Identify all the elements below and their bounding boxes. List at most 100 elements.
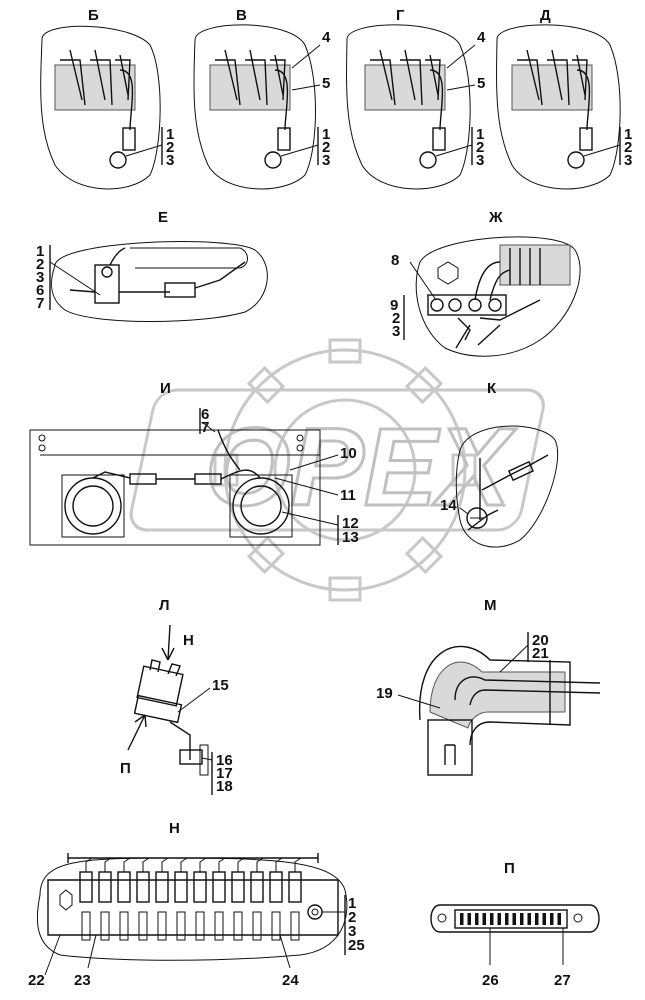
terminal-blade [271,911,281,941]
terminal-blade [119,911,129,941]
terminal [212,871,226,903]
connector-pin [535,913,539,925]
connector-pin [527,913,531,925]
view-n: Н 1 2 3 25 22 23 24 [28,820,365,989]
svg-text:22: 22 [28,972,45,989]
svg-text:1: 1 [476,126,484,143]
svg-text:27: 27 [554,972,571,989]
svg-text:11: 11 [340,487,356,504]
terminal-wire [237,857,245,872]
svg-text:3: 3 [166,152,174,169]
svg-text:1: 1 [348,895,356,912]
view-e: Е 1 2 3 6 7 [36,209,268,322]
view-b: Б 1 2 3 [40,7,174,190]
terminal-wire [85,857,93,872]
svg-text:21: 21 [532,645,549,662]
svg-text:17: 17 [216,765,233,782]
svg-text:3: 3 [392,323,400,340]
terminal-wire [123,857,131,872]
svg-text:2: 2 [392,310,400,327]
svg-text:20: 20 [532,632,549,649]
view-title-g: Г [396,7,405,24]
terminal [288,871,302,903]
svg-text:3: 3 [476,152,484,169]
terminal-strip [79,857,302,941]
terminal [231,871,245,903]
terminal-wire [199,857,207,872]
view-zh: Ж 8 9 2 3 [390,209,581,357]
svg-text:25: 25 [348,937,365,954]
terminal-wire [180,857,188,872]
terminal-blade [138,911,148,941]
svg-text:24: 24 [282,972,299,989]
terminal [174,871,188,903]
connector-pin [557,913,561,925]
svg-text:6: 6 [36,282,44,299]
connector-pin [497,913,501,925]
terminal [250,871,264,903]
connector-pins [460,913,561,925]
svg-text:3: 3 [624,152,632,169]
watermark-text: OPEX [205,406,516,529]
svg-text:4: 4 [477,29,486,46]
terminal-blade [100,911,110,941]
view-v: В 4 5 1 2 3 [193,7,331,190]
terminal-blade [290,911,300,941]
terminal-wire [161,857,169,872]
terminal-wire [104,857,112,872]
terminal-blade [157,911,167,941]
terminal-wire [218,857,226,872]
terminal-wire [275,857,283,872]
terminal-blade [252,911,262,941]
svg-text:16: 16 [216,752,233,769]
svg-text:7: 7 [201,419,209,436]
svg-text:1: 1 [322,126,330,143]
svg-text:3: 3 [348,923,356,940]
svg-text:1: 1 [36,243,44,260]
view-title-i: И [160,380,171,397]
terminal [193,871,207,903]
svg-text:23: 23 [74,972,91,989]
svg-text:3: 3 [322,152,330,169]
svg-text:19: 19 [376,685,393,702]
terminal-blade [176,911,186,941]
terminal [269,871,283,903]
view-title-d: Д [540,7,551,24]
svg-text:4: 4 [322,29,331,46]
watermark-logo: OPEX [129,338,545,602]
svg-text:1: 1 [166,126,174,143]
view-title-k: К [487,380,497,397]
view-l: Л Н П 15 16 17 18 [120,597,233,795]
svg-text:2: 2 [624,139,632,156]
terminal [155,871,169,903]
svg-text:2: 2 [166,139,174,156]
svg-text:2: 2 [36,256,44,273]
view-m: М 20 21 19 [376,597,601,776]
svg-text:Н: Н [183,632,194,649]
svg-text:13: 13 [342,529,359,546]
connector-pin [490,913,494,925]
svg-text:1: 1 [624,126,632,143]
view-g: Г 4 5 1 2 3 [346,7,486,190]
connector-pin [505,913,509,925]
connector-pin [467,913,471,925]
view-title-zh: Ж [488,209,503,226]
terminal-wire [256,857,264,872]
terminal [117,871,131,903]
svg-text:5: 5 [322,75,330,92]
svg-text:26: 26 [482,972,499,989]
connector-pin [550,913,554,925]
view-title-b: Б [88,7,99,24]
svg-text:2: 2 [476,139,484,156]
connector-pin [542,913,546,925]
terminal [98,871,112,903]
svg-text:18: 18 [216,778,233,795]
connector-pin [512,913,516,925]
terminal-blade [81,911,91,941]
svg-text:8: 8 [391,252,399,269]
terminal-wire [294,857,302,872]
terminal-blade [195,911,205,941]
view-title-v: В [236,7,247,24]
